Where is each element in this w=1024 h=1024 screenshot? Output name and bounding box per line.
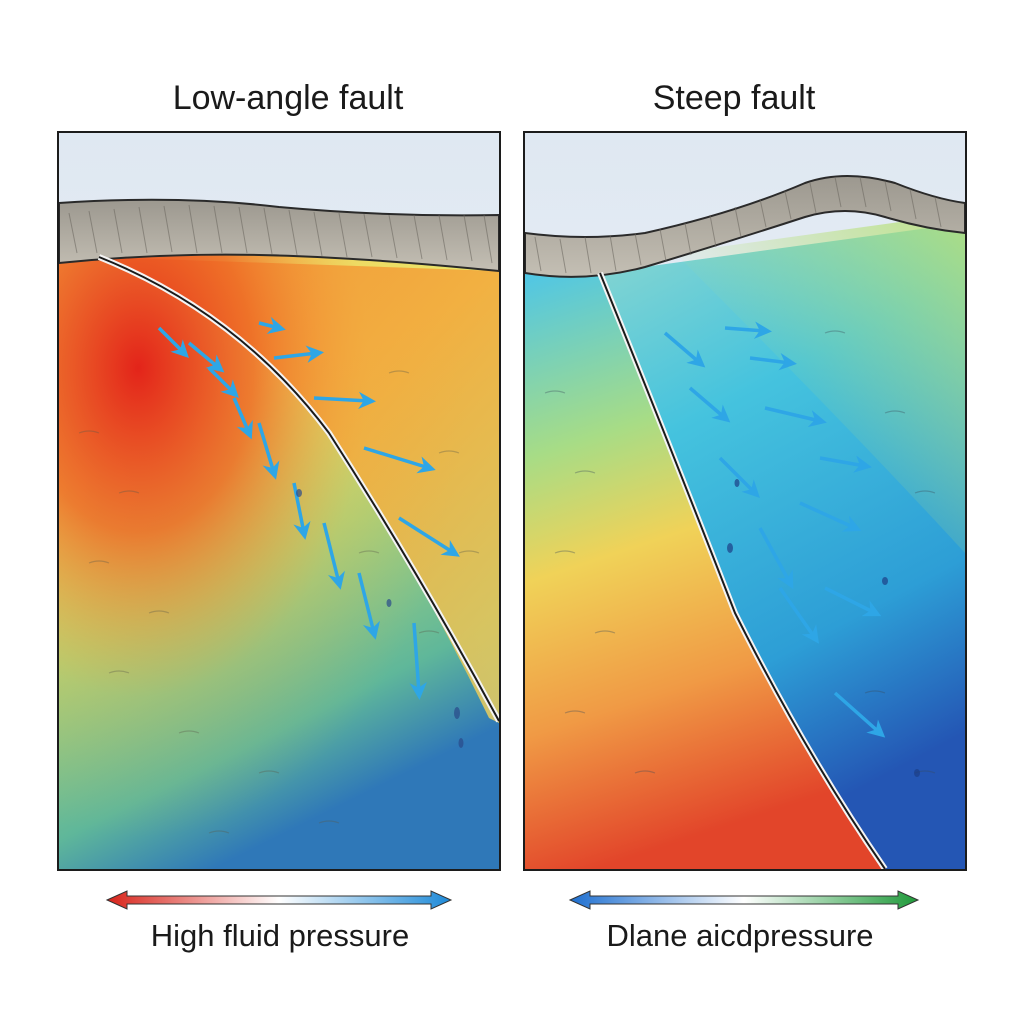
left-pressure-legend-bar	[105, 890, 453, 910]
right-panel-title: Steep fault	[652, 79, 816, 117]
left-legend-label: High fluid pressure	[150, 918, 410, 953]
low-angle-fault-diagram	[59, 133, 499, 869]
left-panel-title: Low-angle fault	[172, 79, 404, 117]
steep-fault-panel	[523, 131, 967, 871]
steep-fault-diagram	[525, 133, 965, 869]
fluid-flow-arrows	[157, 316, 460, 700]
low-angle-fault-panel	[57, 131, 501, 871]
right-legend-label: Dlane aicdpressure	[606, 918, 874, 953]
fluid-flow-arrows-steep	[663, 321, 886, 738]
right-pressure-legend-bar	[568, 890, 920, 910]
